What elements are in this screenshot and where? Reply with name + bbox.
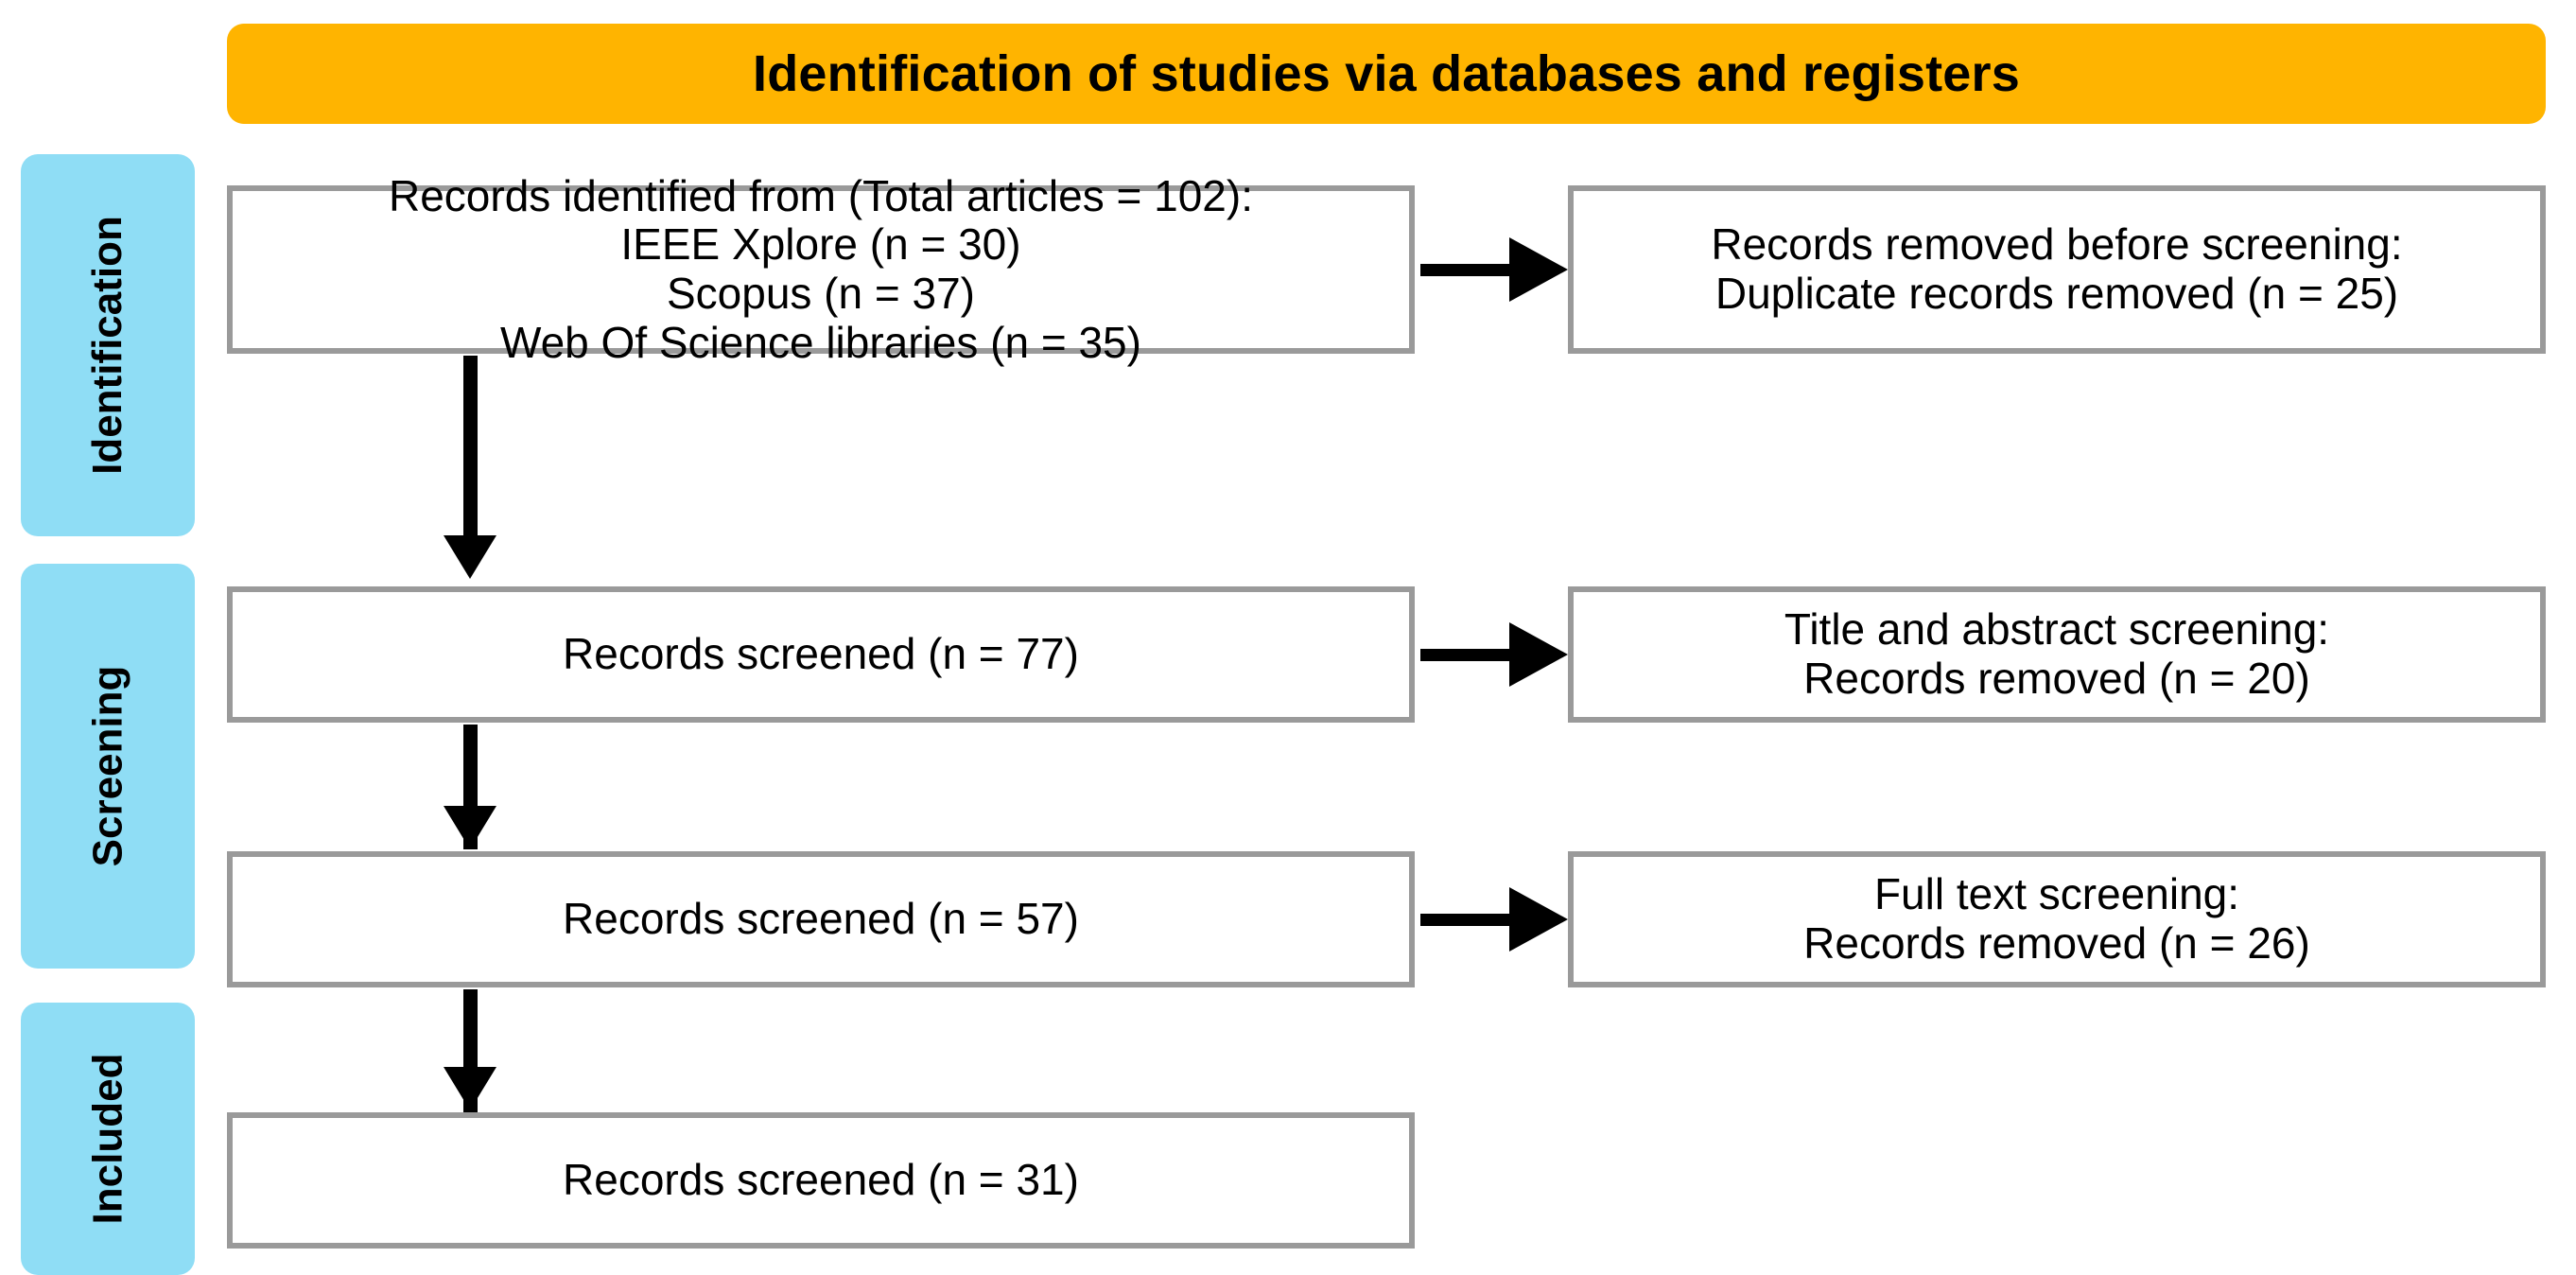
box-records-identified-text: Records identified from (Total articles … — [388, 170, 1253, 367]
stage-tab-identification: Identification — [21, 154, 195, 536]
box-records-identified: Records identified from (Total articles … — [227, 171, 1415, 366]
box-records-removed-before-screening: Records removed before screening: Duplic… — [1568, 185, 2546, 354]
page-title: Identification of studies via databases … — [753, 45, 2020, 102]
arrow-head — [444, 806, 496, 849]
arrow-head — [1509, 237, 1568, 302]
box-title-abstract-screening-text: Title and abstract screening: Records re… — [1784, 604, 2330, 703]
box-records-screened-31: Records screened (n = 31) — [227, 1112, 1415, 1249]
box-records-screened-57-text: Records screened (n = 57) — [563, 894, 1079, 944]
arrow-head — [444, 1067, 496, 1110]
box-records-screened-57: Records screened (n = 57) — [227, 851, 1415, 987]
arrow-shaft — [1420, 649, 1534, 661]
box-records-removed-before-screening-text: Records removed before screening: Duplic… — [1711, 219, 2403, 318]
stage-tab-included-label: Included — [84, 1053, 131, 1225]
box-records-screened-31-text: Records screened (n = 31) — [563, 1155, 1079, 1205]
stage-tab-screening: Screening — [21, 564, 195, 969]
arrow-shaft — [463, 356, 478, 537]
stage-tab-included: Included — [21, 1003, 195, 1275]
box-title-abstract-screening: Title and abstract screening: Records re… — [1568, 586, 2546, 723]
stage-tab-screening-label: Screening — [84, 665, 131, 867]
arrow-shaft — [1420, 264, 1534, 276]
arrow-head — [444, 535, 496, 579]
arrow-head — [1509, 887, 1568, 952]
box-full-text-screening-text: Full text screening: Records removed (n … — [1803, 869, 2310, 968]
stage-tab-identification-label: Identification — [84, 216, 131, 475]
arrow-shaft — [1420, 914, 1534, 926]
arrow-head — [1509, 622, 1568, 687]
diagram-header-banner: Identification of studies via databases … — [227, 24, 2546, 124]
box-records-screened-77: Records screened (n = 77) — [227, 586, 1415, 723]
box-records-screened-77-text: Records screened (n = 77) — [563, 629, 1079, 679]
box-full-text-screening: Full text screening: Records removed (n … — [1568, 851, 2546, 987]
